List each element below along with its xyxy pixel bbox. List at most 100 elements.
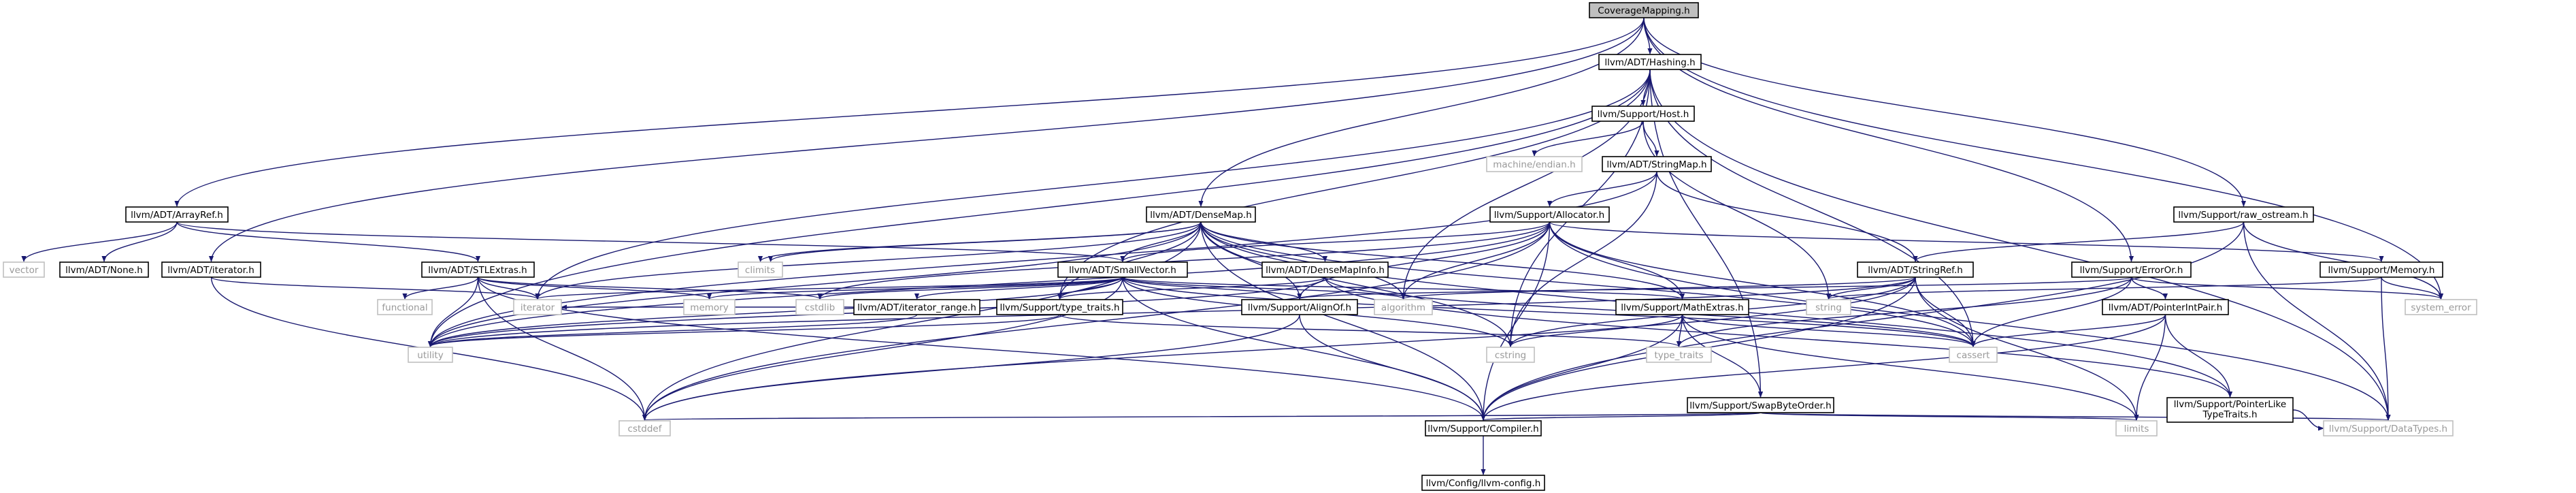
node-allocator[interactable]: llvm/Support/Allocator.h: [1489, 206, 1610, 223]
edge-rawostream-to-systemerror: [2243, 221, 2444, 300]
node-algorithm-label: algorithm: [1381, 302, 1425, 313]
node-cstdlib[interactable]: cstdlib: [795, 299, 844, 315]
edge-stringmap-to-allocator: [1547, 171, 1657, 207]
node-limits[interactable]: limits: [2115, 420, 2158, 436]
node-host[interactable]: llvm/Support/Host.h: [1591, 106, 1695, 122]
edge-hashing-to-utility: [427, 69, 1651, 347]
node-functional-box: [377, 299, 433, 315]
edge-mathextras-to-swapbyteorder: [1681, 314, 1764, 398]
node-cstring-label: cstring: [1495, 350, 1526, 361]
edge-stringmap-to-stringref: [1656, 171, 1918, 262]
node-hashing-label: llvm/ADT/Hashing.h: [1604, 57, 1695, 68]
node-stringmap[interactable]: llvm/ADT/StringMap.h: [1602, 156, 1712, 172]
node-hashing[interactable]: llvm/ADT/Hashing.h: [1598, 54, 1702, 70]
node-cassert[interactable]: cassert: [1949, 347, 1998, 363]
edge-mathextras-to-cstring: [1508, 314, 1683, 347]
node-pointerlike-label-1: llvm/Support/PointerLike: [2174, 399, 2286, 410]
edge-rawostream-to-stringref: [1913, 221, 2245, 262]
edge-alignof-to-compiler: [1299, 314, 1486, 421]
node-functional[interactable]: functional: [377, 299, 433, 315]
node-compiler[interactable]: llvm/Support/Compiler.h: [1425, 420, 1542, 436]
node-densemap[interactable]: llvm/ADT/DenseMap.h: [1146, 206, 1256, 223]
node-stlextras[interactable]: llvm/ADT/STLExtras.h: [421, 261, 535, 278]
node-erroror[interactable]: llvm/Support/ErrorOr.h: [2071, 261, 2192, 278]
node-none[interactable]: llvm/ADT/None.h: [59, 261, 149, 278]
node-arrayref[interactable]: llvm/ADT/ArrayRef.h: [125, 206, 229, 223]
edge-stringref-to-limits: [1915, 276, 2139, 421]
edge-arrayref-to-stlextras: [176, 221, 480, 262]
edge-host-to-endian: [1532, 121, 1644, 157]
node-allocator-box: [1489, 206, 1610, 223]
node-iteratorrange[interactable]: llvm/ADT/iterator_range.h: [853, 299, 980, 315]
node-rawostream-box: [2173, 206, 2314, 223]
node-cstddef[interactable]: cstddef: [618, 420, 671, 436]
node-pointerintpair-label: llvm/ADT/PointerIntPair.h: [2109, 302, 2223, 313]
node-iterator[interactable]: iterator: [513, 299, 562, 315]
node-swapbyteorder[interactable]: llvm/Support/SwapByteOrder.h: [1687, 397, 1834, 413]
edge-erroror-to-alignof: [1298, 276, 2132, 300]
node-string[interactable]: string: [1806, 299, 1851, 315]
node-endian[interactable]: machine/endian.h: [1486, 156, 1583, 172]
node-densemapinfo[interactable]: llvm/ADT/DenseMapInfo.h: [1261, 261, 1389, 278]
node-llvmconfig[interactable]: llvm/Config/llvm-config.h: [1421, 475, 1545, 491]
node-swapbyteorder-label: llvm/Support/SwapByteOrder.h: [1689, 400, 1831, 411]
node-stringmap-label: llvm/ADT/StringMap.h: [1606, 159, 1706, 170]
node-root[interactable]: CoverageMapping.h: [1589, 2, 1699, 18]
node-algorithm[interactable]: algorithm: [1374, 299, 1433, 315]
edge-densemap-to-utility: [428, 221, 1202, 347]
node-stringref-label: llvm/ADT/StringRef.h: [1868, 265, 1963, 276]
node-systemerror-label: system_error: [2411, 302, 2471, 313]
node-alignof-box: [1241, 299, 1358, 315]
node-memoryh[interactable]: llvm/Support/Memory.h: [2319, 261, 2443, 278]
edge-smallvector-to-memory: [707, 276, 1123, 300]
node-alignof[interactable]: llvm/Support/AlignOf.h: [1241, 299, 1358, 315]
edge-stlextras-to-utility: [427, 276, 479, 347]
edge-hashing-to-iterator: [535, 69, 1651, 300]
node-erroror-box: [2071, 261, 2192, 278]
node-climits[interactable]: climits: [738, 261, 783, 278]
node-mathextras[interactable]: llvm/Support/MathExtras.h: [1615, 299, 1749, 315]
node-none-label: llvm/ADT/None.h: [65, 265, 143, 276]
node-memory[interactable]: memory: [683, 299, 736, 315]
node-string-box: [1806, 299, 1851, 315]
node-mathextras-label: llvm/Support/MathExtras.h: [1621, 302, 1743, 313]
edge-stringmap-to-utility: [428, 171, 1657, 347]
node-rawostream-label: llvm/Support/raw_ostream.h: [2178, 210, 2308, 221]
node-memoryh-label: llvm/Support/Memory.h: [2328, 265, 2435, 276]
edge-smallvector-to-algorithm: [1122, 276, 1406, 300]
node-pointerintpair-box: [2102, 299, 2229, 315]
edge-allocator-to-mathextras: [1549, 221, 1685, 300]
node-cstdlib-label: cstdlib: [805, 302, 835, 313]
node-typetraits[interactable]: type_traits: [1646, 347, 1712, 363]
node-pointerintpair[interactable]: llvm/ADT/PointerIntPair.h: [2102, 299, 2229, 315]
node-iteratorh[interactable]: llvm/ADT/iterator.h: [161, 261, 261, 278]
node-climits-label: climits: [745, 265, 775, 276]
node-compiler-box: [1425, 420, 1542, 436]
edge-allocator-to-datatypes: [1549, 221, 2391, 421]
edge-densemap-to-mathextras: [1200, 221, 1685, 300]
node-endian-box: [1486, 156, 1583, 172]
edge-root-to-systemerror: [1643, 17, 2444, 300]
edge-allocator-to-memoryh: [1549, 221, 2384, 262]
node-cstring[interactable]: cstring: [1486, 347, 1535, 363]
edge-pointerintpair-to-cassert: [1970, 314, 2166, 347]
node-stringref[interactable]: llvm/ADT/StringRef.h: [1857, 261, 1974, 278]
node-rawostream[interactable]: llvm/Support/raw_ostream.h: [2173, 206, 2314, 223]
node-memoryh-box: [2319, 261, 2443, 278]
node-datatypes[interactable]: llvm/Support/DataTypes.h: [2323, 420, 2454, 436]
node-typetraitsh-box: [996, 299, 1123, 315]
node-systemerror[interactable]: system_error: [2405, 299, 2477, 315]
node-vector[interactable]: vector: [3, 261, 45, 278]
edge-densemap-to-compiler: [1200, 221, 1486, 421]
node-host-box: [1591, 106, 1695, 122]
node-pointerlike-box: [2166, 397, 2294, 423]
node-cstring-box: [1486, 347, 1535, 363]
node-compiler-label: llvm/Support/Compiler.h: [1427, 424, 1538, 434]
node-typetraitsh[interactable]: llvm/Support/type_traits.h: [996, 299, 1123, 315]
node-iteratorrange-label: llvm/ADT/iterator_range.h: [857, 302, 976, 313]
node-cassert-box: [1949, 347, 1998, 363]
node-alignof-label: llvm/Support/AlignOf.h: [1248, 302, 1351, 313]
node-smallvector[interactable]: llvm/ADT/SmallVector.h: [1057, 261, 1188, 278]
node-utility[interactable]: utility: [408, 347, 453, 363]
